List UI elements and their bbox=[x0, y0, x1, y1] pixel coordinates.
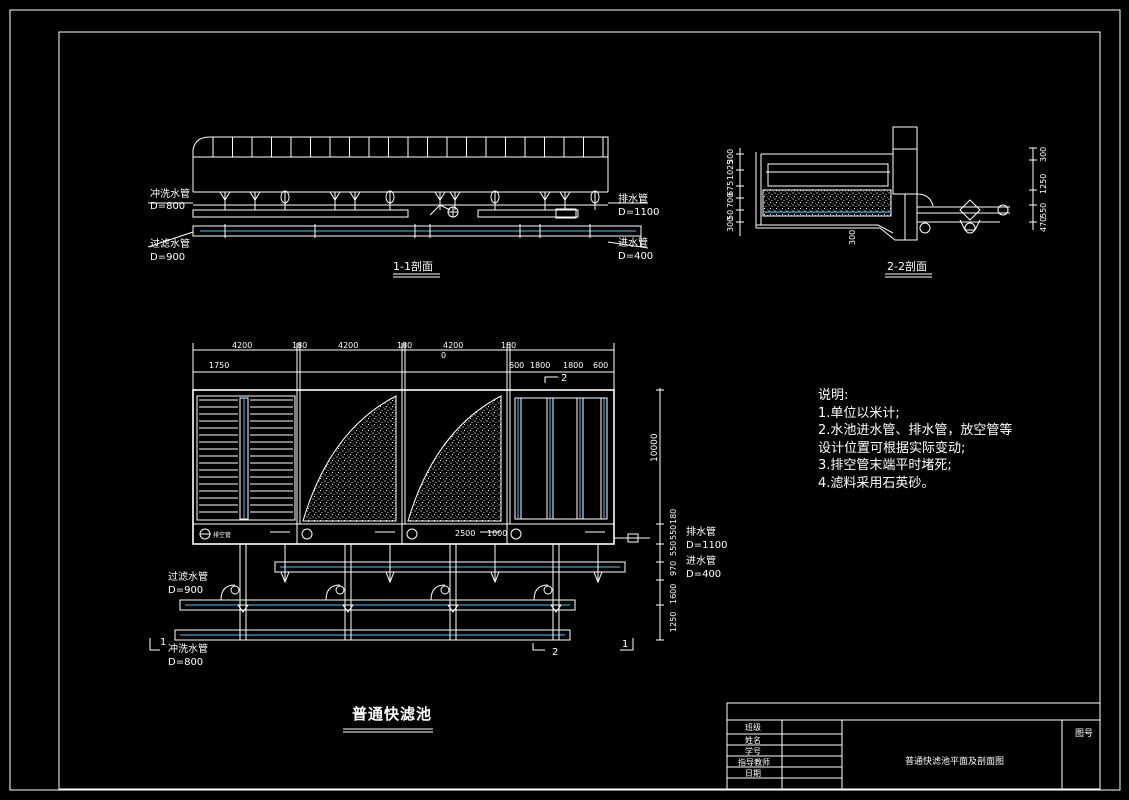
plan-dim-1000: 1000 bbox=[487, 529, 507, 538]
tb-drawing-name: 普通快滤池平面及剖面图 bbox=[905, 757, 1005, 767]
drawing-title: 普通快滤池 bbox=[352, 705, 433, 723]
plan-section-mark-2-bottom: 2 bbox=[552, 647, 558, 658]
plan-filter-label: 过滤水管 bbox=[168, 570, 208, 583]
outer-frame bbox=[9, 9, 1121, 791]
plan-wash-dia: D=800 bbox=[168, 657, 203, 668]
s2-bottom-dim: 300 bbox=[848, 230, 857, 245]
plan-right-dim: 970 bbox=[669, 561, 678, 576]
s2-left-dim: 675 bbox=[726, 181, 735, 196]
plan-top-dim: 4200 bbox=[232, 341, 252, 350]
tb-row-id: 学号 bbox=[745, 747, 761, 756]
section-1-1-view: 冲洗水管 D=800 过滤水管 D=900 排水管 D=1100 进水管 D=4… bbox=[147, 136, 660, 278]
plan-drain-label: 排水管 bbox=[686, 525, 716, 538]
s1-caption: 1-1剖面 bbox=[393, 259, 433, 273]
plan-wash-label: 冲洗水管 bbox=[168, 642, 208, 655]
plan-top-dim: 180 bbox=[292, 341, 307, 350]
plan-top-dim: 180 bbox=[397, 341, 412, 350]
s1-inlet-dia: D=400 bbox=[618, 251, 653, 262]
plan-sub-dim: 1800 bbox=[530, 361, 550, 370]
note-item-1: 1.单位以米计; bbox=[818, 405, 900, 421]
design-notes: 说明: 1.单位以米计; 2.水池进水管、排水管，放空管等 设计位置可根据实际变… bbox=[818, 387, 1012, 492]
plan-filter-dia: D=900 bbox=[168, 585, 203, 596]
s1-wash-dia: D=800 bbox=[150, 201, 185, 212]
plan-right-dim: 1250 bbox=[669, 612, 678, 632]
tb-sheet-no: 图号 bbox=[1075, 729, 1094, 739]
s1-drain-dia: D=1100 bbox=[618, 207, 660, 218]
plan-mid-mark: 0 bbox=[441, 351, 446, 360]
note-item-4: 3.排空管末端平时堵死; bbox=[818, 458, 952, 473]
tb-row-advisor: 指导教师 bbox=[738, 758, 770, 767]
note-item-2: 2.水池进水管、排水管，放空管等 bbox=[818, 423, 1013, 438]
plan-sub-dim: 1750 bbox=[209, 361, 229, 370]
plan-inlet-label: 进水管 bbox=[686, 554, 716, 567]
plan-sub-dim: 600 bbox=[509, 361, 524, 370]
plan-section-mark-2-top: 2 bbox=[561, 373, 567, 384]
s2-left-dim: 300 bbox=[726, 149, 735, 164]
plan-top-dim: 4200 bbox=[443, 341, 463, 350]
s2-left-dim: 1025 bbox=[726, 160, 735, 180]
plan-sub-dim: 1800 bbox=[563, 361, 583, 370]
s2-left-dim: 300 bbox=[726, 217, 735, 232]
plan-section-mark-1-left: 1 bbox=[160, 637, 166, 648]
plan-right-dim: 180 bbox=[669, 509, 678, 524]
plan-height-dim: 10000 bbox=[650, 433, 660, 462]
s2-right-dim: 470 bbox=[1039, 217, 1048, 232]
s1-filter-dia: D=900 bbox=[150, 252, 185, 263]
plan-top-dim: 4200 bbox=[338, 341, 358, 350]
plan-small-label: 排空管 bbox=[213, 531, 231, 539]
plan-section-mark-1-right: 1 bbox=[622, 639, 628, 650]
s2-right-dim: 550 bbox=[1039, 203, 1048, 218]
title-block bbox=[726, 702, 1101, 790]
plan-right-dim: 550 bbox=[669, 525, 678, 540]
plan-right-dim: 550 bbox=[669, 541, 678, 556]
plan-dim-2500: 2500 bbox=[455, 529, 475, 538]
note-item-3: 设计位置可根据实际变动; bbox=[818, 440, 966, 456]
plan-right-dim: 1600 bbox=[669, 584, 678, 604]
s2-right-dim: 1250 bbox=[1039, 174, 1048, 194]
inner-frame bbox=[58, 31, 1101, 790]
s1-drain-label: 排水管 bbox=[618, 192, 648, 205]
note-item-5: 4.滤料采用石英砂。 bbox=[818, 475, 935, 491]
s2-caption: 2-2剖面 bbox=[887, 259, 927, 273]
s1-wash-label: 冲洗水管 bbox=[150, 187, 190, 200]
s2-right-dim: 300 bbox=[1039, 147, 1048, 162]
plan-drain-dia: D=1100 bbox=[686, 540, 728, 551]
s2-left-dim: 700 bbox=[726, 193, 735, 208]
tb-row-date: 日期 bbox=[745, 769, 761, 778]
plan-top-dim: 180 bbox=[501, 341, 516, 350]
tb-row-class: 班级 bbox=[745, 723, 761, 732]
s1-filter-label: 过滤水管 bbox=[150, 237, 190, 250]
plan-inlet-dia: D=400 bbox=[686, 569, 721, 580]
plan-sub-dim: 600 bbox=[593, 361, 608, 370]
tb-row-name: 姓名 bbox=[745, 736, 761, 745]
s1-inlet-label: 进水管 bbox=[618, 236, 648, 249]
s2-left-dim: 50 bbox=[726, 210, 735, 220]
notes-heading: 说明: bbox=[818, 388, 849, 403]
